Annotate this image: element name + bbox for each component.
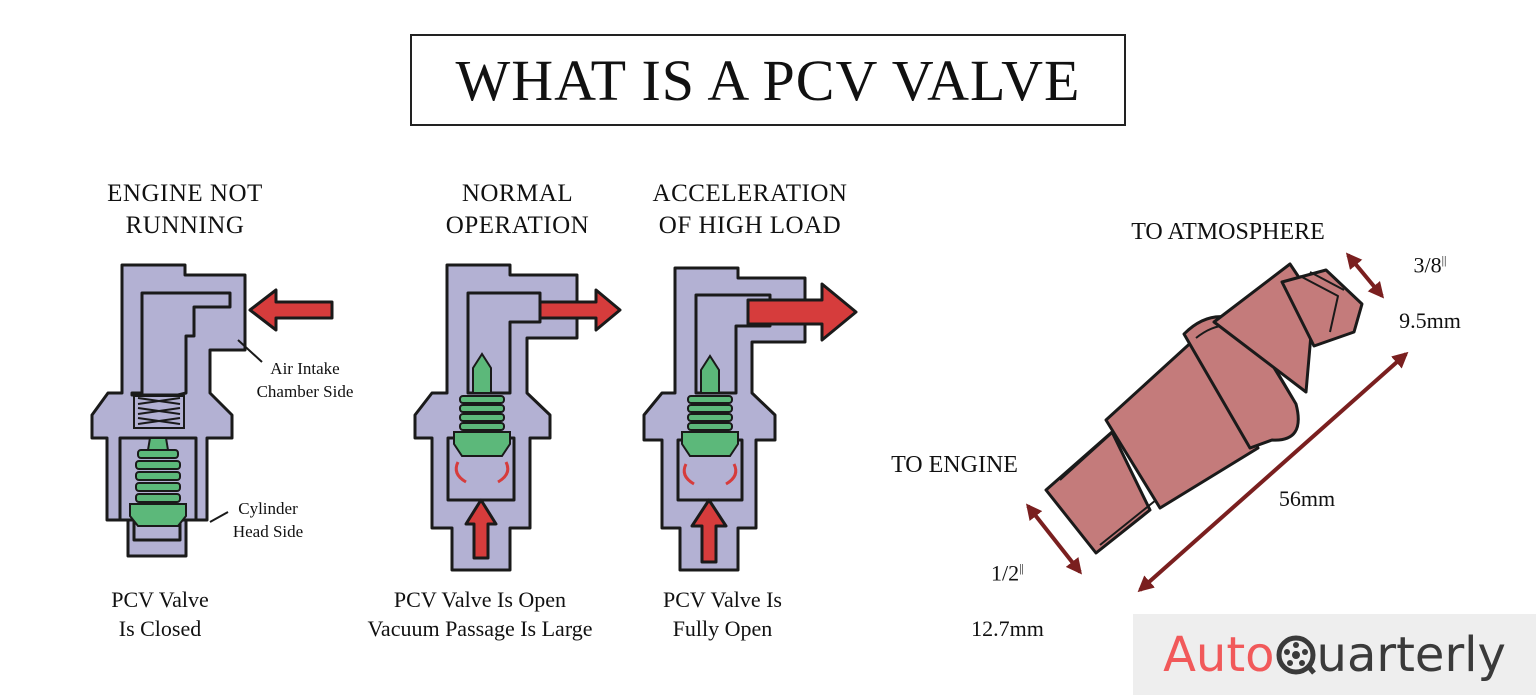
inflow-arrow-engine-off — [248, 288, 334, 332]
dimension-large-metric: 12.7mm — [971, 616, 1044, 642]
inflow-arrow-bottom-high-load — [690, 498, 728, 564]
panel-caption-closed: PCV Valve Is Closed — [111, 587, 209, 641]
page-title: WHAT IS A PCV VALVE — [410, 34, 1126, 126]
internal-passage — [130, 291, 232, 397]
label-to-engine: TO ENGINE — [891, 452, 1018, 478]
label-to-atmosphere: TO ATMOSPHERE — [1131, 219, 1325, 245]
plunger-high-load — [681, 354, 739, 457]
dimension-line-small — [1345, 252, 1385, 299]
dimension-small-outlet: 3/8|| 9.5mm — [1380, 218, 1480, 335]
watermark-uarterly: uarterly — [1316, 626, 1506, 683]
wheel-icon — [1276, 635, 1316, 675]
panel-heading-engine-not-running: ENGINE NOT RUNNING — [107, 180, 263, 239]
callout-leader-air-intake — [237, 339, 263, 363]
inch-mark: || — [1441, 253, 1447, 267]
dimension-length: 56mm — [1278, 486, 1336, 511]
plunger-closed — [129, 437, 187, 527]
flow-curves-high-load — [682, 463, 738, 486]
dimension-line-large — [1026, 503, 1082, 575]
panel-heading-normal-operation: NORMAL OPERATION — [445, 180, 590, 239]
inflow-arrow-bottom-normal — [464, 498, 498, 560]
watermark-quarterly: Q uarterly — [1275, 627, 1506, 683]
panel-heading-acceleration: ACCELERATION OF HIGH LOAD — [652, 180, 848, 239]
dimension-line-length — [1137, 351, 1409, 593]
watermark-auto: Auto — [1163, 626, 1275, 683]
inch-mark: || — [1019, 561, 1024, 575]
dimension-large-fraction: 1/2 — [991, 560, 1020, 586]
dimension-small-metric: 9.5mm — [1399, 308, 1461, 334]
autoquarterly-watermark: Auto Q uarterly — [1133, 614, 1536, 695]
callout-leader-cylinder-head — [209, 511, 229, 523]
flow-curves-normal — [454, 461, 510, 484]
panel-caption-open: PCV Valve Is Open Vacuum Passage Is Larg… — [367, 587, 593, 641]
plunger-normal — [453, 352, 511, 457]
outflow-arrow-normal — [538, 288, 622, 332]
dimension-small-fraction: 3/8 — [1413, 252, 1442, 278]
callout-air-intake-chamber-side: Air Intake Chamber Side — [256, 359, 354, 401]
spring-upper — [133, 395, 185, 429]
dimension-large-inlet: 1/2|| 12.7mm — [950, 526, 1065, 643]
callout-cylinder-head-side: Cylinder Head Side — [232, 499, 304, 541]
panel-caption-fully-open: PCV Valve Is Fully Open — [663, 587, 782, 641]
outflow-arrow-high-load — [746, 282, 858, 342]
